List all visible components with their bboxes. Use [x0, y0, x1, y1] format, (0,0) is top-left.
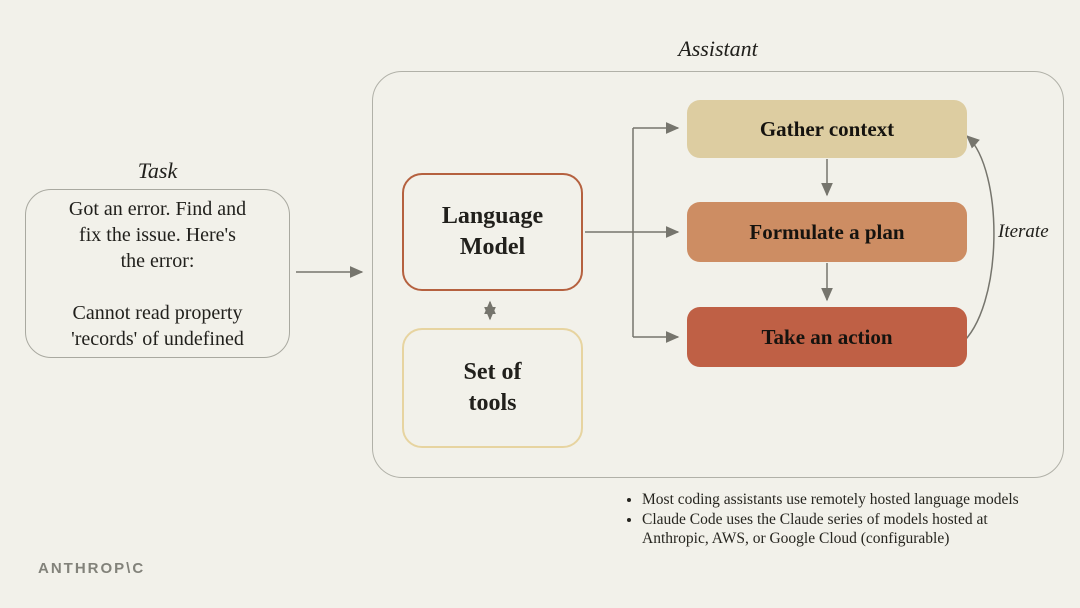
assistant-container	[372, 71, 1064, 478]
task-section-label: Task	[137, 158, 178, 183]
step-gather-context: Gather context	[687, 100, 967, 158]
language-model-node: Language Model	[402, 173, 583, 291]
footnote-item: Most coding assistants use remotely host…	[642, 490, 1042, 510]
set-of-tools-node: Set of tools	[402, 328, 583, 448]
iterate-loop-label: Iterate	[998, 221, 1049, 242]
footnotes: Most coding assistants use remotely host…	[622, 490, 1042, 549]
anthropic-logo: ANTHROP\C	[38, 560, 146, 577]
step-take-action: Take an action	[687, 307, 967, 367]
step-formulate-plan: Formulate a plan	[687, 202, 967, 262]
task-prompt-box: Got an error. Find and fix the issue. He…	[25, 189, 290, 358]
assistant-section-label: Assistant	[678, 36, 758, 61]
footnote-list: Most coding assistants use remotely host…	[622, 490, 1042, 549]
footnote-item: Claude Code uses the Claude series of mo…	[642, 510, 1042, 549]
